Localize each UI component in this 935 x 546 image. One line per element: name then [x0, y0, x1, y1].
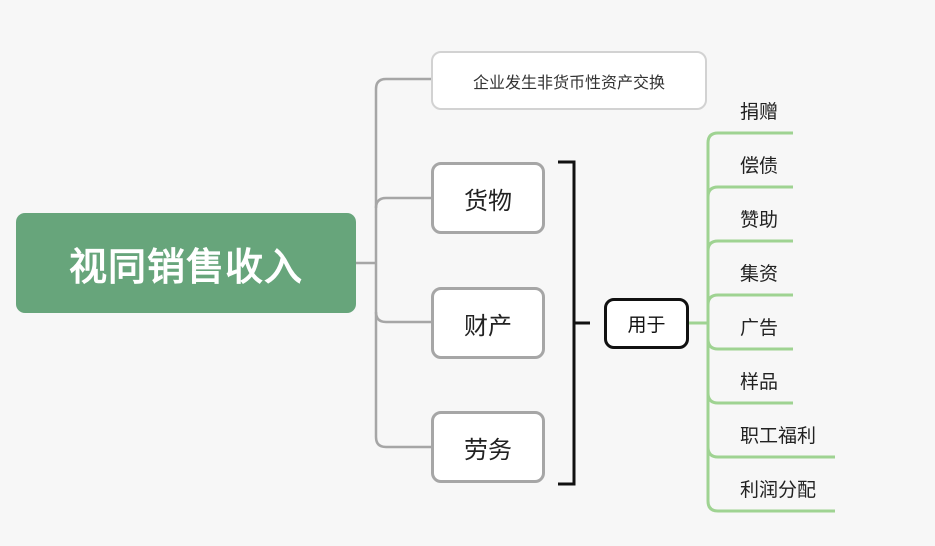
branch-topic-label: 劳务 — [464, 435, 512, 464]
connector-leaf-spine — [706, 131, 719, 513]
use-leaf-debt-repayment[interactable]: 偿债 — [740, 155, 779, 177]
leaf-line-6 — [706, 392, 793, 405]
root-topic[interactable]: 视同销售收入 — [16, 213, 356, 313]
use-leaf-donation[interactable]: 捐赠 — [740, 101, 779, 123]
connector-vertical-spine — [374, 77, 387, 449]
bracket — [558, 160, 590, 486]
usage-topic-label: 用于 — [627, 314, 666, 336]
leaf-line-2 — [706, 185, 793, 198]
branch-topic-property[interactable]: 财产 — [431, 287, 545, 359]
leaf-line-3 — [706, 239, 793, 252]
use-leaf-samples[interactable]: 样品 — [740, 371, 779, 393]
branch-topic-goods[interactable]: 货物 — [431, 162, 545, 234]
use-leaf-employee-welfare[interactable]: 职工福利 — [740, 425, 817, 447]
use-leaf-sponsorship[interactable]: 赞助 — [740, 209, 779, 231]
usage-topic[interactable]: 用于 — [604, 298, 689, 349]
leaf-line-7 — [706, 446, 835, 459]
note-topic[interactable]: 企业发生非货币性资产交换 — [431, 51, 707, 110]
connector-to-goods — [374, 196, 431, 209]
note-topic-label: 企业发生非货币性资产交换 — [472, 72, 665, 92]
branch-topic-labor[interactable]: 劳务 — [431, 411, 545, 483]
use-leaf-fundraising[interactable]: 集资 — [740, 263, 779, 285]
use-leaf-profit-distribution[interactable]: 利润分配 — [740, 479, 817, 501]
branch-topic-label: 货物 — [464, 186, 512, 215]
branch-topic-label: 财产 — [464, 311, 512, 340]
leaf-line-5 — [706, 338, 793, 351]
connector-to-property — [374, 311, 431, 324]
root-topic-label: 视同销售收入 — [68, 244, 303, 289]
leaf-line-4 — [706, 293, 793, 306]
use-leaf-advertising[interactable]: 广告 — [740, 317, 779, 339]
